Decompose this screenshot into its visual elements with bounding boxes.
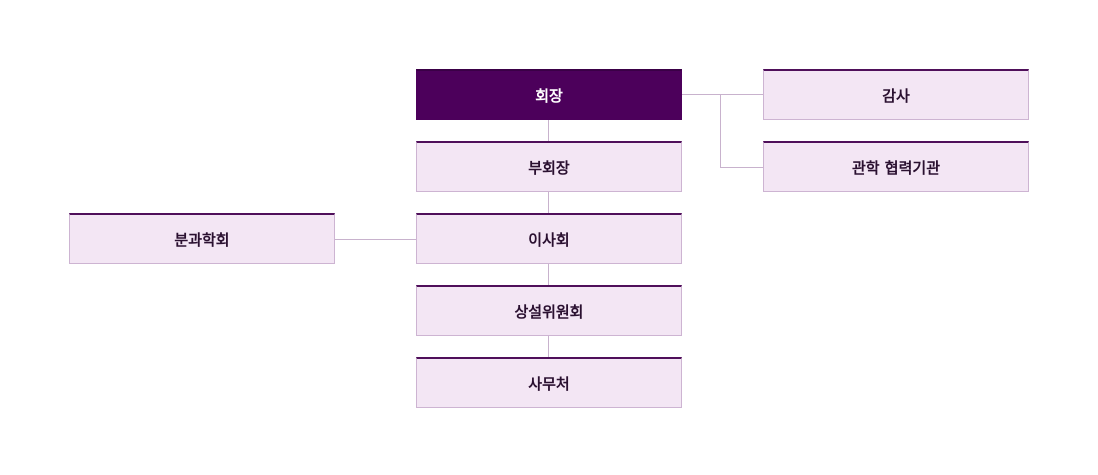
vice-president-label: 부회장: [528, 158, 570, 177]
secretariat-label: 사무처: [528, 374, 570, 393]
divisions-box[interactable]: 분과학회: [69, 213, 335, 264]
standing-committee-box[interactable]: 상설위원회: [416, 285, 682, 336]
divisions-label: 분과학회: [174, 230, 230, 249]
secretariat-box[interactable]: 사무처: [416, 357, 682, 408]
president-label: 회장: [535, 86, 563, 105]
connector-president-auditor: [682, 94, 764, 95]
president-box[interactable]: 회장: [416, 69, 682, 120]
cooperation-agency-label: 관학 협력기관: [851, 158, 941, 177]
vice-president-box[interactable]: 부회장: [416, 141, 682, 192]
connector-president-vice: [548, 120, 549, 142]
connector-board-committee: [548, 264, 549, 286]
connector-vice-board: [548, 192, 549, 214]
connector-branch-cooperation: [720, 167, 764, 168]
auditor-label: 감사: [882, 86, 910, 105]
standing-committee-label: 상설위원회: [514, 302, 584, 321]
connector-board-divisions: [335, 239, 417, 240]
board-label: 이사회: [528, 230, 570, 249]
board-box[interactable]: 이사회: [416, 213, 682, 264]
auditor-box[interactable]: 감사: [763, 69, 1029, 120]
cooperation-agency-box[interactable]: 관학 협력기관: [763, 141, 1029, 192]
connector-committee-secretariat: [548, 336, 549, 358]
connector-branch-right: [720, 94, 721, 168]
